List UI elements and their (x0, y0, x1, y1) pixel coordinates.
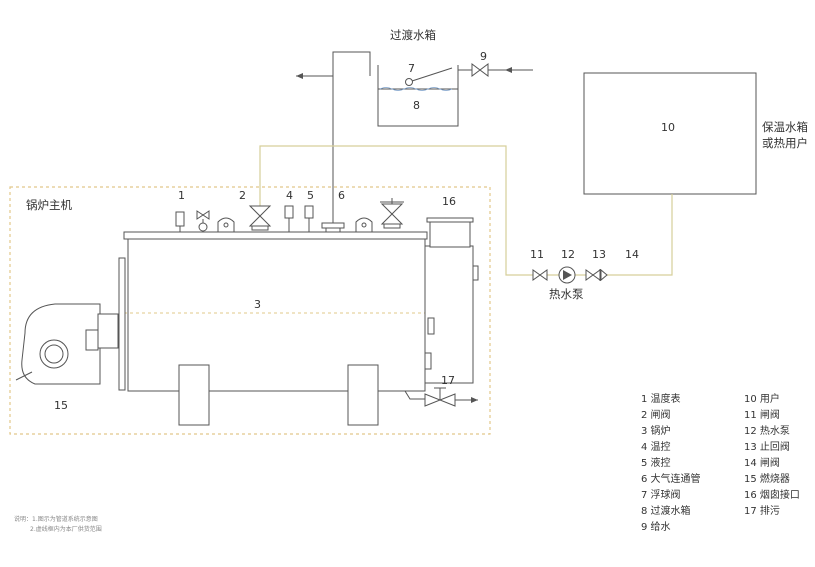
thermometer-icon (175, 211, 185, 227)
legend-item: 14 闸阀 (744, 456, 780, 469)
check-valve-icon (585, 269, 594, 281)
transfer-tank-label: 过渡水箱 (390, 28, 436, 42)
float-ball (405, 78, 413, 86)
legend-item: 17 排污 (744, 504, 780, 517)
level-control-number-5: 5 (307, 189, 314, 202)
user-side-label-2: 或热用户 (762, 136, 808, 150)
legend-item: 12 热水泵 (744, 424, 790, 437)
hot-water-pipe (259, 145, 673, 276)
check-valve-number-13: 13 (592, 248, 606, 261)
feed-water-line: 9 (458, 50, 533, 77)
supply-scope-frame (9, 186, 491, 435)
legend-item: 13 止回阀 (744, 440, 790, 453)
user-tank: 10 保温水箱 或热用户 (583, 72, 808, 195)
legend-item: 16 烟囱接口 (744, 488, 800, 501)
boiler-number-3: 3 (254, 298, 261, 311)
note-line-1: 说明：1.图示为管道系统示意图 (14, 515, 98, 523)
legend-item: 3 锅炉 (641, 425, 671, 437)
legend-item: 10 用户 (744, 392, 780, 405)
legend-item: 4 温控 (641, 440, 671, 453)
float-valve-number-7: 7 (408, 62, 415, 75)
legend: 1 温度表 2 闸阀 3 锅炉 4 温控 5 液控 6 大气连通管 7 浮球阀 … (641, 392, 800, 533)
legend-item: 1 温度表 (641, 392, 681, 405)
valve-number-11: 11 (530, 248, 544, 261)
feed-water-number-9: 9 (480, 50, 487, 63)
pump-line: 11 12 热水泵 13 14 (530, 248, 639, 301)
saddle-left (178, 364, 210, 426)
gate-valve-14-left (600, 268, 608, 282)
boiler-body: 锅炉主机 3 16 (26, 195, 479, 426)
atmospheric-pipe (296, 51, 371, 223)
legend-item: 15 燃烧器 (744, 472, 790, 485)
legend-item: 6 大气连通管 (641, 472, 701, 485)
legend-item: 7 浮球阀 (641, 488, 681, 501)
transfer-water-tank: 过渡水箱 8 7 (377, 28, 459, 127)
gate-valve-number-2: 2 (239, 189, 246, 202)
boiler-main-label: 锅炉主机 (26, 198, 72, 212)
legend-item: 5 液控 (641, 456, 671, 469)
blowdown-number-17: 17 (441, 374, 455, 387)
legend-item: 2 闸阀 (641, 408, 671, 421)
main-gate-valve-icon (248, 205, 272, 217)
legend-item: 11 闸阀 (744, 408, 780, 421)
valve-number-14: 14 (625, 248, 639, 261)
saddle-right (347, 364, 379, 426)
notes: 说明：1.图示为管道系统示意图 2.虚线框内为本厂供货范围 (14, 515, 102, 533)
top-fittings: 1 2 4 5 6 (175, 189, 404, 233)
gate-valve-11-icon (532, 269, 541, 281)
note-line-2: 2.虚线框内为本厂供货范围 (30, 525, 102, 533)
user-number-10: 10 (661, 121, 675, 134)
feed-valve-icon (471, 63, 481, 77)
burner-number-15: 15 (54, 399, 68, 412)
legend-item: 8 过渡水箱 (641, 504, 691, 517)
pump-number-12: 12 (561, 248, 575, 261)
tank-number-8: 8 (413, 99, 420, 112)
temp-control-number-4: 4 (286, 189, 293, 202)
blowdown: 17 (404, 374, 478, 407)
burner: 15 (15, 303, 119, 412)
thermometer-number-1: 1 (178, 189, 185, 202)
user-side-label: 保温水箱 (762, 120, 808, 134)
pump-label: 热水泵 (549, 287, 584, 301)
legend-item: 9 给水 (641, 520, 671, 533)
chimney-number-16: 16 (442, 195, 456, 208)
blowdown-valve-icon (424, 393, 442, 407)
level-control-icon (304, 205, 314, 219)
atmos-pipe-number-6: 6 (338, 189, 345, 202)
temp-control-icon (284, 205, 294, 219)
